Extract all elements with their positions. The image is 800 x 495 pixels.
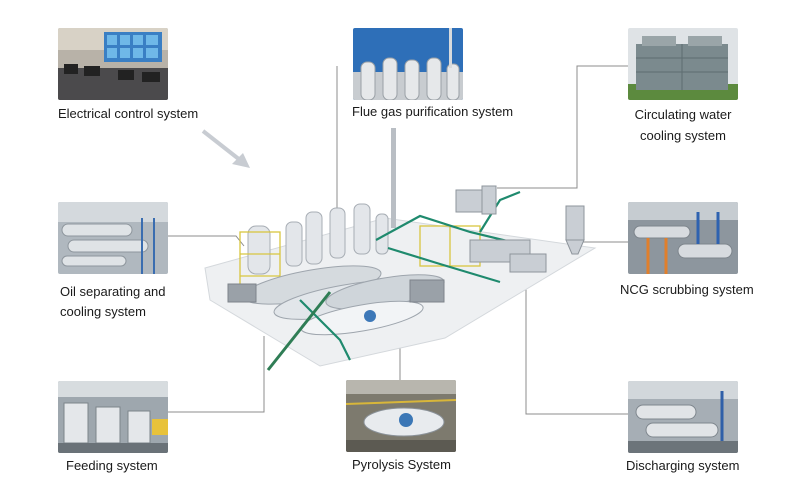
electrical-control-photo [58,28,168,100]
leader-oil [168,235,245,247]
discharging-label: Discharging system [626,458,740,473]
oil-separating-label-line2: cooling system [60,304,146,319]
circulating-water-label-line2: cooling system [640,128,726,143]
feeding-photo [58,381,168,453]
flue-gas-label: Flue gas purification system [352,104,514,119]
leader-discharging [525,272,628,415]
pyrolysis-photo [346,380,456,452]
cooling-tower-photo [628,28,738,100]
ncg-scrubbing-label: NCG scrubbing system [620,282,754,297]
oil-separating-photo [58,202,168,274]
arrow-icon [201,129,250,168]
feeding-label: Feeding system [66,458,158,473]
pyrolysis-label: Pyrolysis System [352,457,451,472]
ncg-scrubbing-photo [628,202,738,274]
leader-feeding [168,336,265,413]
flue-gas-photo [353,28,463,100]
oil-separating-label-line1: Oil separating and [60,284,166,299]
leader-circulating [497,65,628,189]
circulating-water-label-line1: Circulating water [634,107,732,122]
electrical-control-label: Electrical control system [58,106,199,121]
discharging-photo [628,381,738,453]
